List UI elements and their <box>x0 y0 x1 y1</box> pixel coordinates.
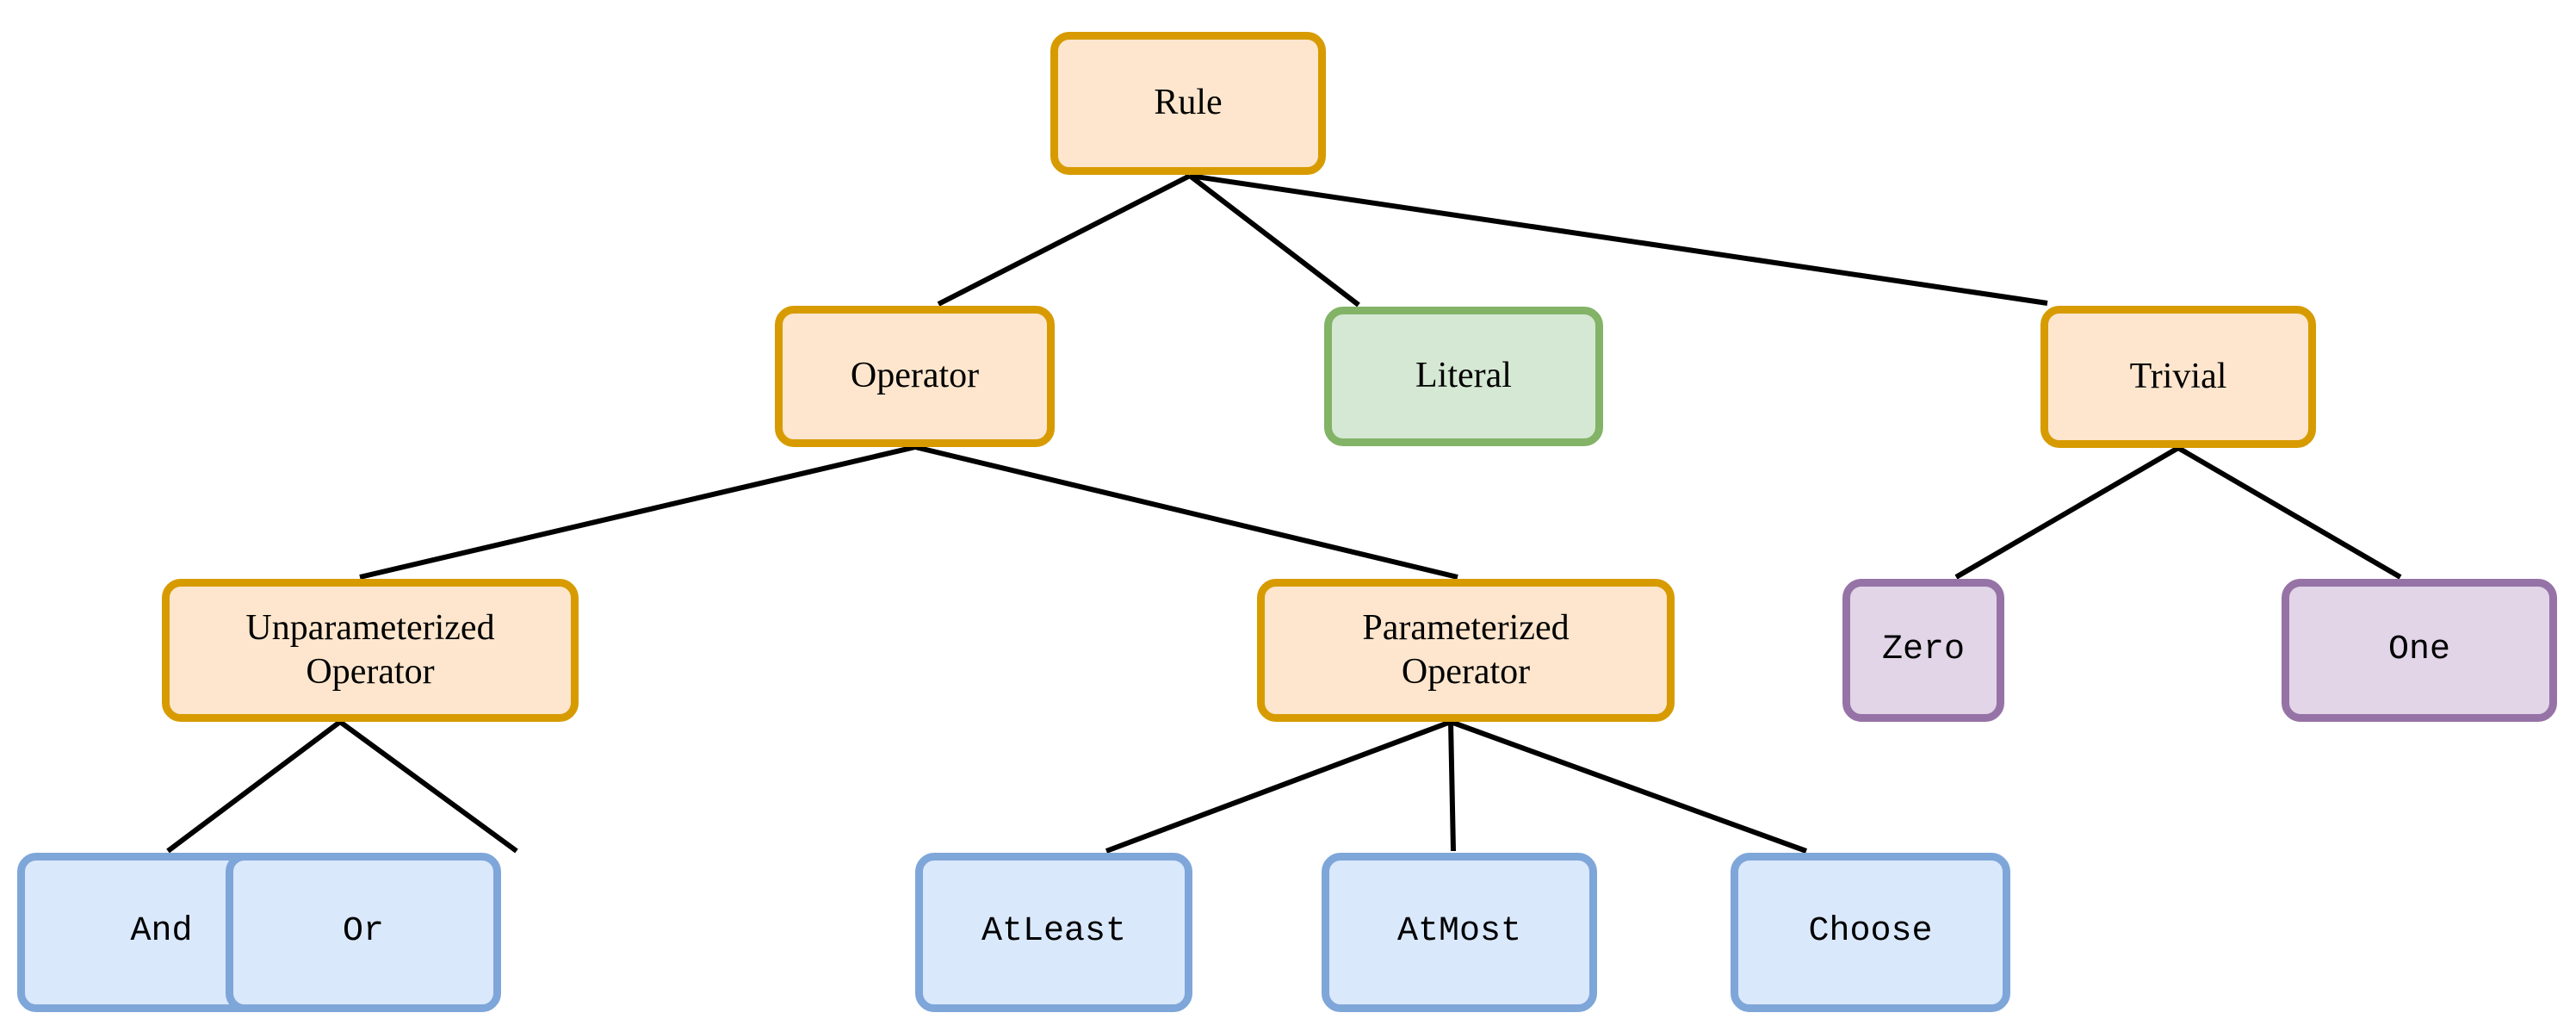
edge-operator-to-parameterized_operator <box>914 444 1458 580</box>
edge-trivial-to-zero <box>1954 445 2180 580</box>
node-label-literal: Literal <box>1415 356 1512 396</box>
node-label-parameterized_operator: Parameterized Operator <box>1362 607 1570 692</box>
node-parameterized_operator[interactable]: Parameterized Operator <box>1257 579 1675 722</box>
node-or[interactable]: Or <box>226 853 501 1012</box>
node-operator[interactable]: Operator <box>775 306 1055 447</box>
node-choose[interactable]: Choose <box>1731 853 2010 1012</box>
edge-rule-to-trivial <box>1189 173 2048 306</box>
edge-rule-to-operator <box>937 173 1192 307</box>
node-label-zero: Zero <box>1881 630 1965 669</box>
node-label-atmost: AtMost <box>1396 912 1522 952</box>
node-rule[interactable]: Rule <box>1050 32 1326 175</box>
node-zero[interactable]: Zero <box>1842 579 2004 722</box>
node-label-choose: Choose <box>1808 912 1933 952</box>
node-atleast[interactable]: AtLeast <box>915 853 1192 1012</box>
node-label-or: Or <box>342 912 384 952</box>
edge-rule-to-literal <box>1188 173 1360 308</box>
node-atmost[interactable]: AtMost <box>1322 853 1597 1012</box>
node-literal[interactable]: Literal <box>1324 307 1603 446</box>
node-label-one: One <box>2387 630 2450 669</box>
node-label-and: And <box>130 912 193 952</box>
node-label-atleast: AtLeast <box>981 912 1127 952</box>
node-trivial[interactable]: Trivial <box>2040 306 2316 448</box>
edge-parameterized_operator-to-atmost <box>1448 721 1456 852</box>
node-unparameterized_operator[interactable]: Unparameterized Operator <box>162 579 579 722</box>
edge-unparameterized_operator-to-or <box>338 719 518 854</box>
edge-parameterized_operator-to-atleast <box>1105 719 1452 854</box>
node-one[interactable]: One <box>2282 579 2557 722</box>
edge-parameterized_operator-to-choose <box>1449 719 1808 854</box>
node-label-trivial: Trivial <box>2129 356 2227 396</box>
edge-trivial-to-one <box>2177 445 2402 580</box>
node-label-rule: Rule <box>1154 83 1223 123</box>
node-label-unparameterized_operator: Unparameterized Operator <box>245 607 495 692</box>
edge-unparameterized_operator-to-and <box>166 719 342 854</box>
edge-operator-to-unparameterized_operator <box>359 444 916 580</box>
node-label-operator: Operator <box>850 356 980 396</box>
